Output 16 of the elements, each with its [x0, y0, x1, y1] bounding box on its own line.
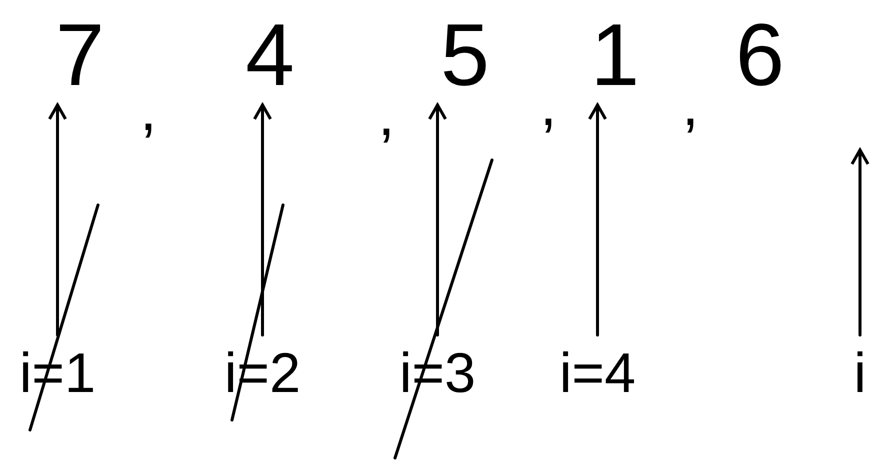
arrow [253, 104, 272, 336]
arrow [428, 104, 447, 336]
array-value: 1 [580, 5, 650, 105]
comma-separator: , [140, 80, 157, 140]
index-label: i=4 [550, 335, 645, 410]
arrow [588, 104, 607, 336]
comma-separator: , [540, 75, 557, 135]
comma-separator: , [682, 75, 699, 135]
array-value: 7 [45, 5, 115, 105]
array-value: 4 [235, 5, 305, 105]
index-label: i [835, 335, 885, 410]
array-value: 6 [725, 5, 795, 105]
arrow [48, 104, 67, 336]
array-value: 5 [430, 5, 500, 105]
arrow [850, 148, 870, 336]
comma-separator: , [378, 85, 395, 145]
